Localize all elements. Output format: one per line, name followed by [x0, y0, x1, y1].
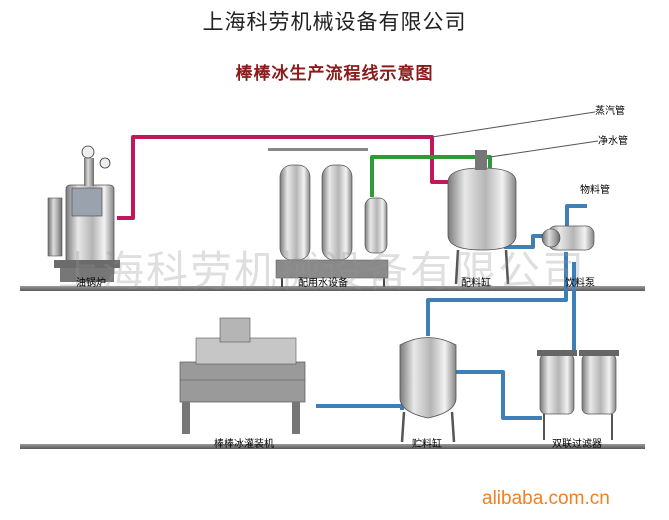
pump [541, 225, 595, 251]
label-material-pipe: 物料管 [580, 185, 610, 196]
label-water-treatment: 配用水设备 [298, 278, 348, 289]
duplex-filter [537, 350, 619, 440]
label-water-pipe: 净水管 [598, 136, 628, 147]
material-pipe [316, 204, 587, 420]
filling-machine [179, 317, 306, 434]
label-mixing-tank: 配料缸 [461, 278, 491, 289]
water-pipe [370, 140, 599, 197]
alibaba-logo: alibaba.com.cn [482, 488, 610, 509]
label-storage-tank: 贮料缸 [412, 439, 442, 450]
diagram-title: 棒棒冰生产流程线示意图 [235, 64, 434, 84]
label-filling-machine: 棒棒冰灌装机 [214, 439, 274, 450]
lower-floor [20, 444, 645, 449]
boiler [47, 145, 120, 282]
upper-floor [20, 286, 645, 291]
steam-pipe [117, 111, 596, 220]
company-title: 上海科劳机械设备有限公司 [202, 10, 467, 34]
label-boiler: 油锅炉 [76, 278, 106, 289]
water-treatment [268, 148, 389, 287]
label-pump: 饮料泵 [565, 278, 595, 289]
storage-tank [399, 337, 457, 443]
label-duplex-filter: 双联过滤器 [552, 439, 602, 450]
label-steam-pipe: 蒸汽管 [595, 106, 625, 117]
mixing-tank [447, 150, 517, 285]
